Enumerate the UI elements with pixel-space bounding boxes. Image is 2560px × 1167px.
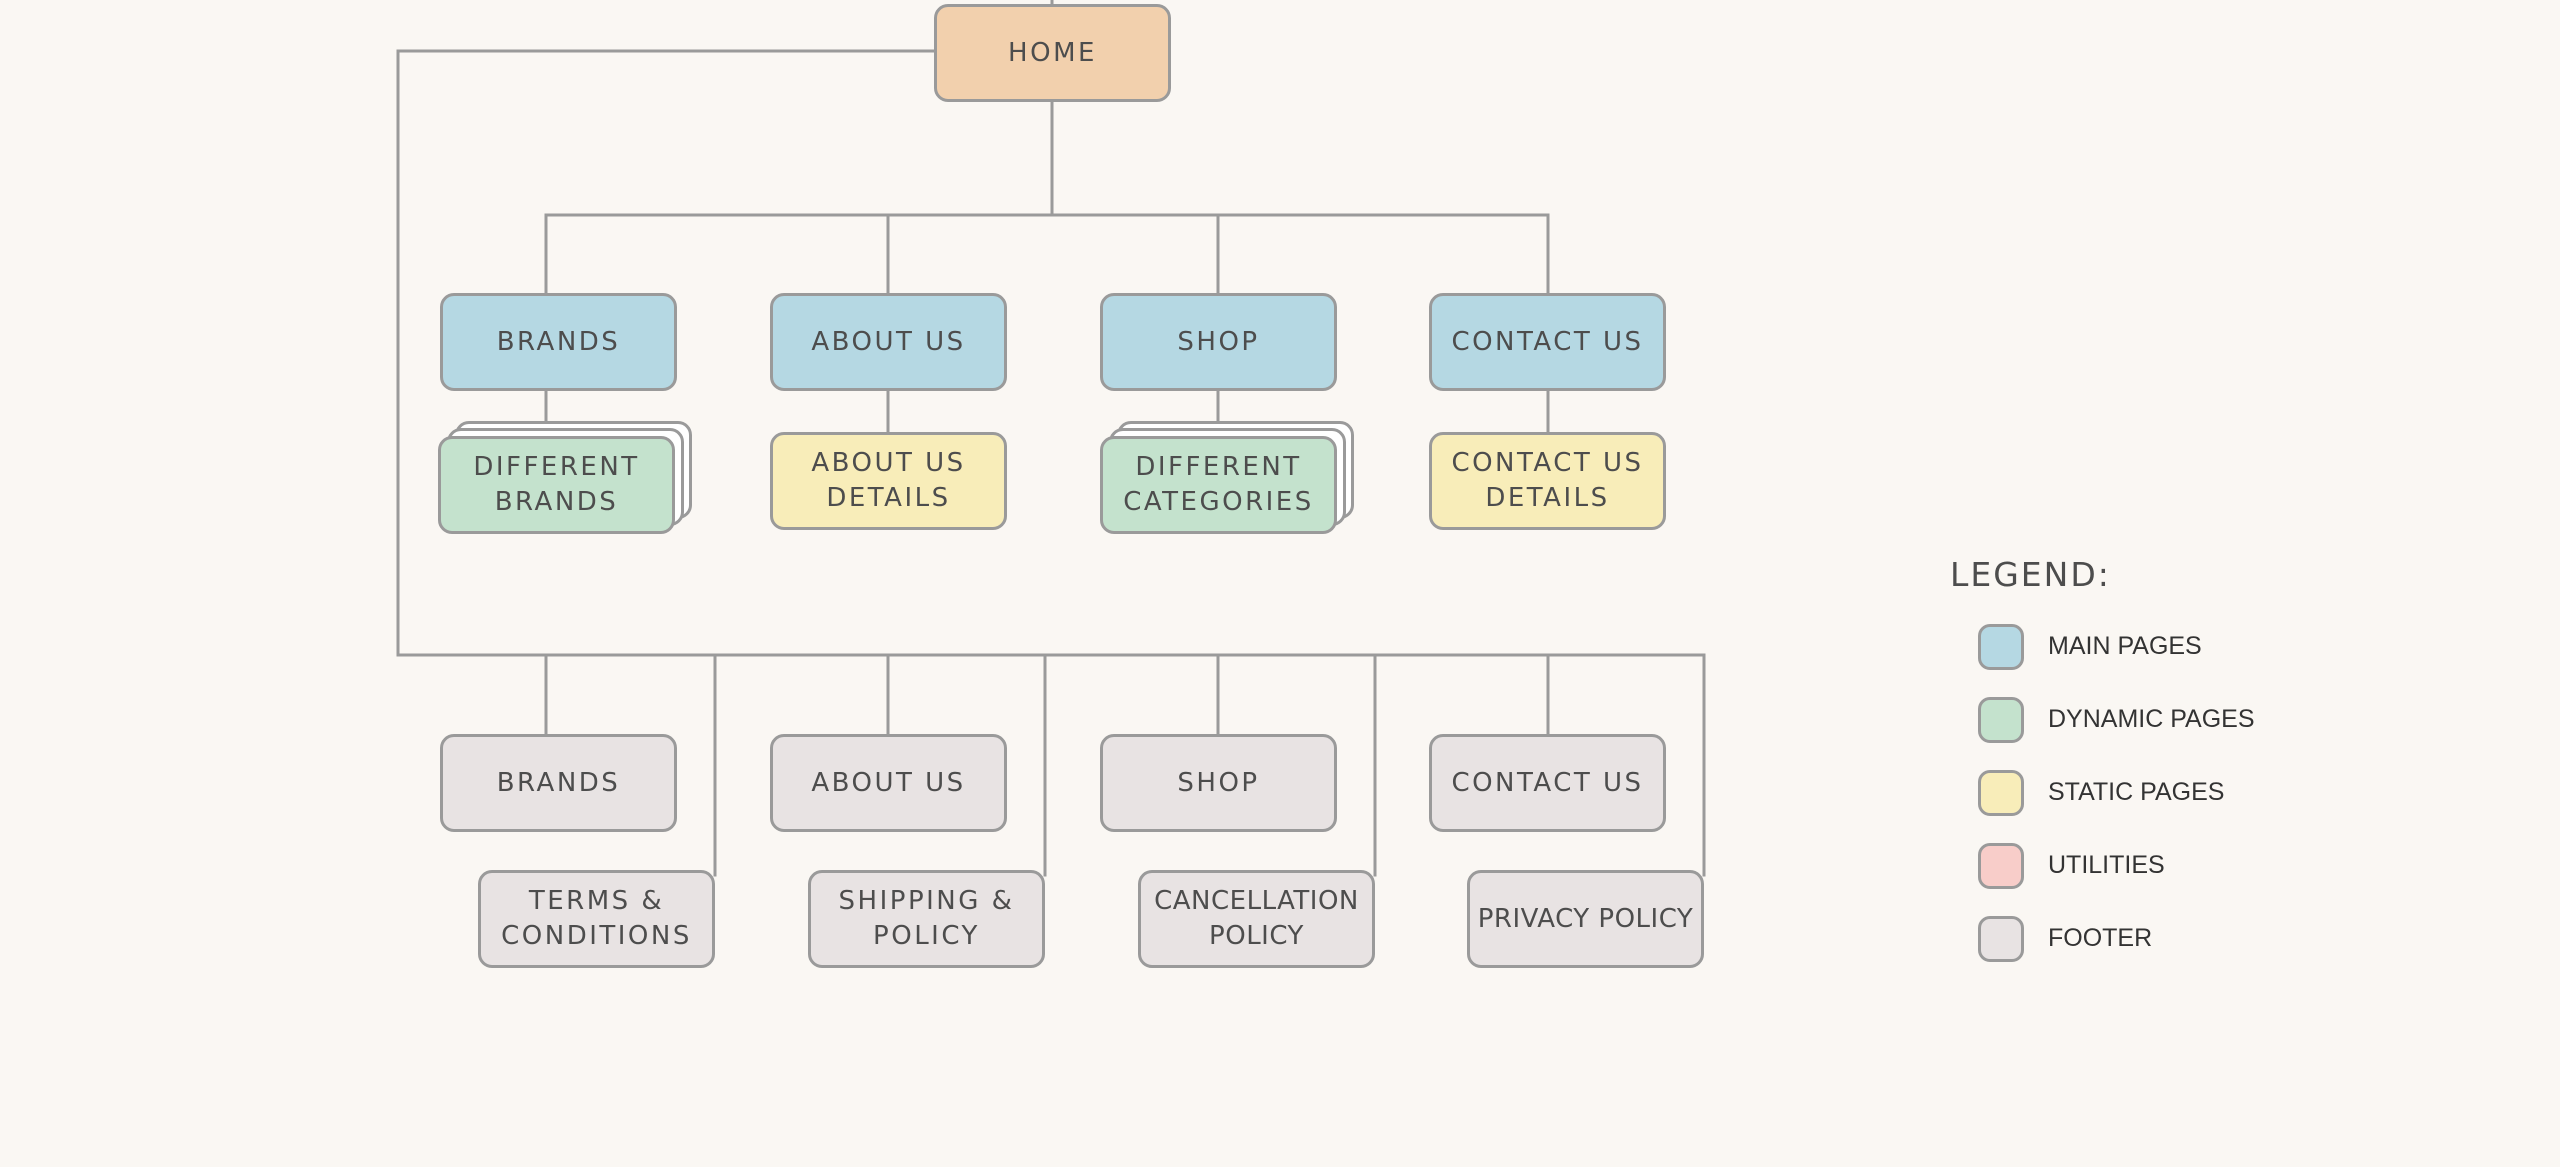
main-page-shop: SHOP: [1100, 293, 1337, 391]
dynamic-page-different-brands: DIFFERENT BRANDS: [438, 436, 675, 534]
static-page-contact-us-details: CONTACT US DETAILS: [1429, 432, 1666, 530]
footer-cancellation-policy: CANCELLATION POLICY: [1138, 870, 1375, 968]
footer-privacy-policy: PRIVACY POLICY: [1467, 870, 1704, 968]
legend-label: STATIC PAGES: [2048, 778, 2225, 806]
main-page-brands: BRANDS: [440, 293, 677, 391]
footer-brands: BRANDS: [440, 734, 677, 832]
footer-contact-us: CONTACT US: [1429, 734, 1666, 832]
legend-item: DYNAMIC PAGES: [1978, 683, 2255, 756]
home-node: HOME: [934, 4, 1171, 102]
legend-label: DYNAMIC PAGES: [2048, 705, 2255, 733]
legend-item: UTILITIES: [1978, 829, 2255, 902]
legend-swatch: [1978, 623, 2024, 670]
legend-label: MAIN PAGES: [2048, 632, 2202, 660]
legend-item: STATIC PAGES: [1978, 756, 2255, 829]
legend-item: MAIN PAGES: [1978, 610, 2255, 683]
legend-swatch: [1978, 915, 2024, 962]
legend-items: MAIN PAGES DYNAMIC PAGES STATIC PAGES UTILI…: [1950, 610, 2255, 975]
footer-terms-conditions: TERMS & CONDITIONS: [478, 870, 715, 968]
static-page-about-us-details: ABOUT US DETAILS: [770, 432, 1007, 530]
legend-swatch: [1978, 769, 2024, 816]
footer-shipping-policy: SHIPPING & POLICY: [808, 870, 1045, 968]
main-page-contact-us: CONTACT US: [1429, 293, 1666, 391]
legend-label: UTILITIES: [2048, 851, 2165, 879]
footer-about-us: ABOUT US: [770, 734, 1007, 832]
legend: LEGEND: MAIN PAGES DYNAMIC PAGES STATIC PA…: [1950, 555, 2255, 975]
legend-swatch: [1978, 696, 2024, 743]
legend-swatch: [1978, 842, 2024, 889]
legend-title: LEGEND:: [1950, 555, 2111, 594]
dynamic-page-different-categories: DIFFERENT CATEGORIES: [1100, 436, 1337, 534]
legend-item: FOOTER: [1978, 902, 2255, 975]
main-page-about-us: ABOUT US: [770, 293, 1007, 391]
legend-label: FOOTER: [2048, 924, 2153, 952]
footer-shop: SHOP: [1100, 734, 1337, 832]
